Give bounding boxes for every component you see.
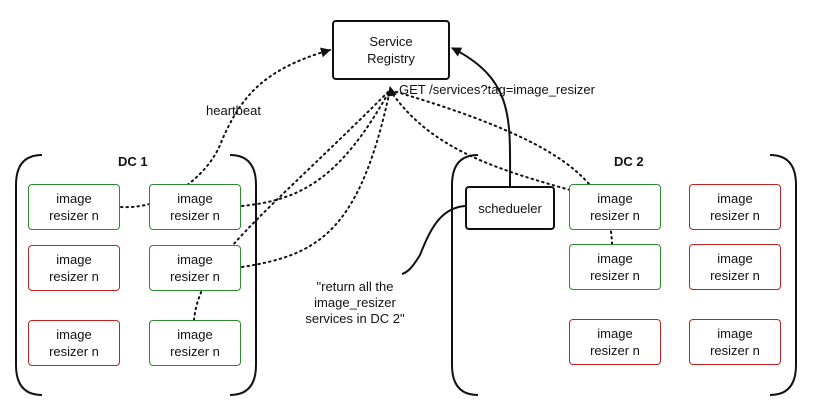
- scheduler-callout-line: [401, 205, 466, 275]
- dc2-right-bracket: [769, 154, 797, 396]
- scheduler-to-registry-arrow: [451, 47, 512, 187]
- image-resizer-node[interactable]: image resizer n: [149, 184, 241, 230]
- return-note-label: "return all the image_resizer services i…: [305, 279, 405, 326]
- dc1-left-bracket: [15, 154, 43, 396]
- image-resizer-node[interactable]: image resizer n: [689, 184, 781, 230]
- image-resizer-node[interactable]: image resizer n: [149, 245, 241, 291]
- image-resizer-node[interactable]: image resizer n: [28, 184, 120, 230]
- heartbeat-label: heartbeat: [206, 103, 261, 118]
- dc2-left-bracket: [451, 154, 479, 396]
- get-request-label: GET /services?tag=image_resizer: [399, 82, 595, 97]
- image-resizer-node[interactable]: image resizer n: [28, 245, 120, 291]
- heartbeat-line-dc1-d: [193, 89, 391, 321]
- image-resizer-node[interactable]: image resizer n: [569, 184, 661, 230]
- dc1-title: DC 1: [118, 154, 148, 169]
- image-resizer-node[interactable]: image resizer n: [28, 320, 120, 366]
- dc2-title: DC 2: [614, 154, 644, 169]
- image-resizer-node[interactable]: image resizer n: [689, 319, 781, 365]
- heartbeat-arrow-tip: [387, 86, 398, 97]
- service-registry-box[interactable]: Service Registry: [332, 20, 450, 80]
- image-resizer-node[interactable]: image resizer n: [569, 319, 661, 365]
- image-resizer-node[interactable]: image resizer n: [569, 244, 661, 290]
- image-resizer-node[interactable]: image resizer n: [149, 320, 241, 366]
- dc1-right-bracket: [229, 154, 257, 396]
- heartbeat-line-dc1-b: [241, 89, 391, 207]
- heartbeat-line-dc1-c: [241, 89, 391, 268]
- heartbeat-line-dc2-a: [389, 89, 571, 191]
- image-resizer-node[interactable]: image resizer n: [689, 244, 781, 290]
- scheduler-box[interactable]: schedueler: [465, 186, 555, 230]
- heartbeat-line-dc1-a: [120, 47, 331, 209]
